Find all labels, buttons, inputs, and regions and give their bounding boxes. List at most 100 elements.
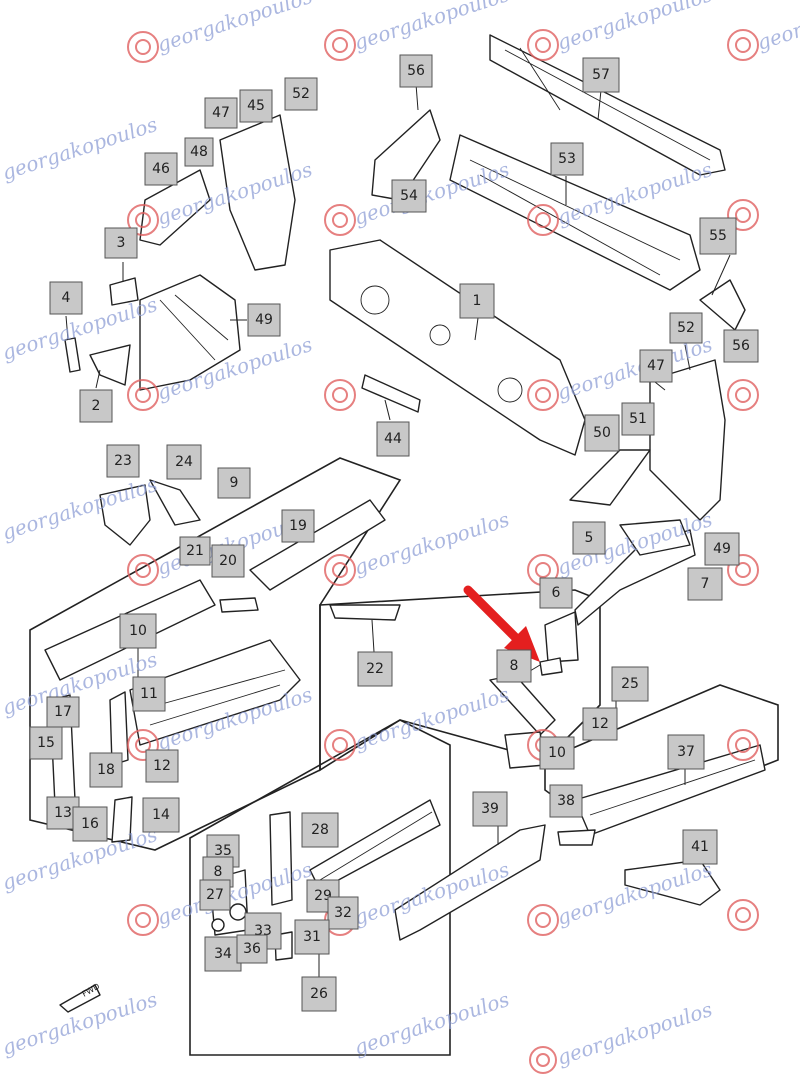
svg-text:57: 57: [592, 67, 610, 83]
svg-text:24: 24: [175, 454, 193, 470]
callout-label: 11: [132, 676, 166, 712]
fwd-arrow-icon: [59, 984, 101, 1013]
watermark-logo-icon: [127, 554, 159, 586]
callout-label: 39: [472, 791, 508, 827]
callout-label: 27: [199, 879, 231, 911]
svg-text:45: 45: [247, 98, 265, 114]
watermark-logo-icon: [529, 1046, 557, 1074]
watermark-text: georgakopoulos: [754, 0, 800, 55]
svg-text:12: 12: [153, 758, 171, 774]
callout-label: 9: [217, 467, 251, 499]
watermark-logo-icon: [324, 29, 356, 61]
callout-label: 7: [687, 567, 723, 601]
svg-text:17: 17: [54, 704, 72, 720]
watermark-logo-icon: [127, 204, 159, 236]
callout-label: 14: [142, 797, 180, 833]
svg-text:44: 44: [384, 431, 402, 447]
callout-label: 12: [582, 707, 618, 741]
svg-text:21: 21: [186, 543, 204, 559]
callout-label: 55: [699, 217, 737, 255]
svg-text:37: 37: [677, 744, 695, 760]
svg-text:49: 49: [713, 541, 731, 557]
svg-text:4: 4: [62, 290, 71, 306]
svg-text:11: 11: [140, 686, 158, 702]
callout-label: 12: [145, 749, 179, 783]
callout-label: 3: [104, 227, 138, 259]
callout-labels: 56 57 47 45 52 46 48 53 54 3 55 4 1 49 5…: [29, 54, 759, 1012]
callout-label: 16: [72, 806, 108, 842]
callout-label: 31: [294, 919, 330, 955]
callout-label: 10: [119, 613, 157, 649]
callout-label: 25: [611, 666, 649, 702]
watermark-logo-icon: [727, 379, 759, 411]
svg-text:20: 20: [219, 553, 237, 569]
svg-text:5: 5: [585, 530, 594, 546]
svg-text:2: 2: [92, 398, 101, 414]
svg-text:54: 54: [400, 188, 418, 204]
callout-label: 56: [723, 329, 759, 363]
callout-label: 37: [667, 734, 705, 770]
callout-label: 57: [582, 57, 620, 93]
svg-text:56: 56: [407, 63, 425, 79]
part-shapes: [44, 34, 766, 1013]
watermark-logo-icon: [324, 554, 356, 586]
callout-label: 34: [204, 936, 242, 972]
svg-text:46: 46: [152, 161, 170, 177]
svg-text:28: 28: [311, 822, 329, 838]
callout-label: 52: [669, 312, 703, 344]
callout-label: 46: [144, 152, 178, 186]
watermark-text: georgakopoulos: [351, 0, 512, 55]
callout-label: 26: [301, 976, 337, 1012]
svg-text:7: 7: [701, 576, 710, 592]
callout-label: 18: [89, 752, 123, 788]
svg-text:9: 9: [230, 475, 239, 491]
callout-label: 49: [704, 532, 740, 566]
callout-label: 22: [357, 651, 393, 687]
callout-label: 52: [284, 77, 318, 111]
svg-text:18: 18: [97, 762, 115, 778]
callout-label: 47: [204, 97, 238, 129]
callout-label: 38: [549, 784, 583, 818]
callout-label: 49: [247, 303, 281, 337]
watermark-logo-icon: [727, 199, 759, 231]
svg-text:23: 23: [114, 453, 132, 469]
callout-label: 47: [639, 349, 673, 383]
callout-label: 6: [539, 577, 573, 609]
watermark-logo-icon: [527, 904, 559, 936]
svg-text:39: 39: [481, 801, 499, 817]
svg-text:50: 50: [593, 425, 611, 441]
callout-label: 20: [211, 544, 245, 578]
svg-text:8: 8: [214, 864, 223, 880]
callout-label: 32: [327, 896, 359, 930]
svg-text:19: 19: [289, 518, 307, 534]
watermark-text: georgakopoulos: [554, 0, 715, 55]
watermark-logo-icon: [527, 29, 559, 61]
svg-text:36: 36: [243, 941, 261, 957]
callout-label: 48: [184, 137, 214, 167]
watermark-text: georgakopoulos: [554, 997, 715, 1070]
svg-text:51: 51: [629, 411, 647, 427]
svg-text:34: 34: [214, 946, 232, 962]
svg-text:22: 22: [366, 661, 384, 677]
svg-text:25: 25: [621, 676, 639, 692]
svg-text:56: 56: [732, 338, 750, 354]
callout-label: 17: [46, 696, 80, 728]
watermark-text: georgakopoulos: [154, 0, 315, 57]
svg-text:14: 14: [152, 807, 170, 823]
svg-text:52: 52: [677, 320, 695, 336]
svg-text:12: 12: [591, 716, 609, 732]
watermark-logo-icon: [127, 379, 159, 411]
watermark-logo-icon: [727, 554, 759, 586]
svg-text:32: 32: [334, 905, 352, 921]
svg-text:48: 48: [190, 144, 208, 160]
svg-text:8: 8: [510, 658, 519, 674]
callout-label: 1: [459, 283, 495, 319]
callout-label: 2: [79, 389, 113, 423]
svg-text:27: 27: [206, 887, 224, 903]
svg-text:47: 47: [647, 358, 665, 374]
watermark-logo-icon: [527, 204, 559, 236]
svg-text:41: 41: [691, 839, 709, 855]
callout-label: 4: [49, 281, 83, 315]
callout-label: 53: [550, 142, 584, 176]
